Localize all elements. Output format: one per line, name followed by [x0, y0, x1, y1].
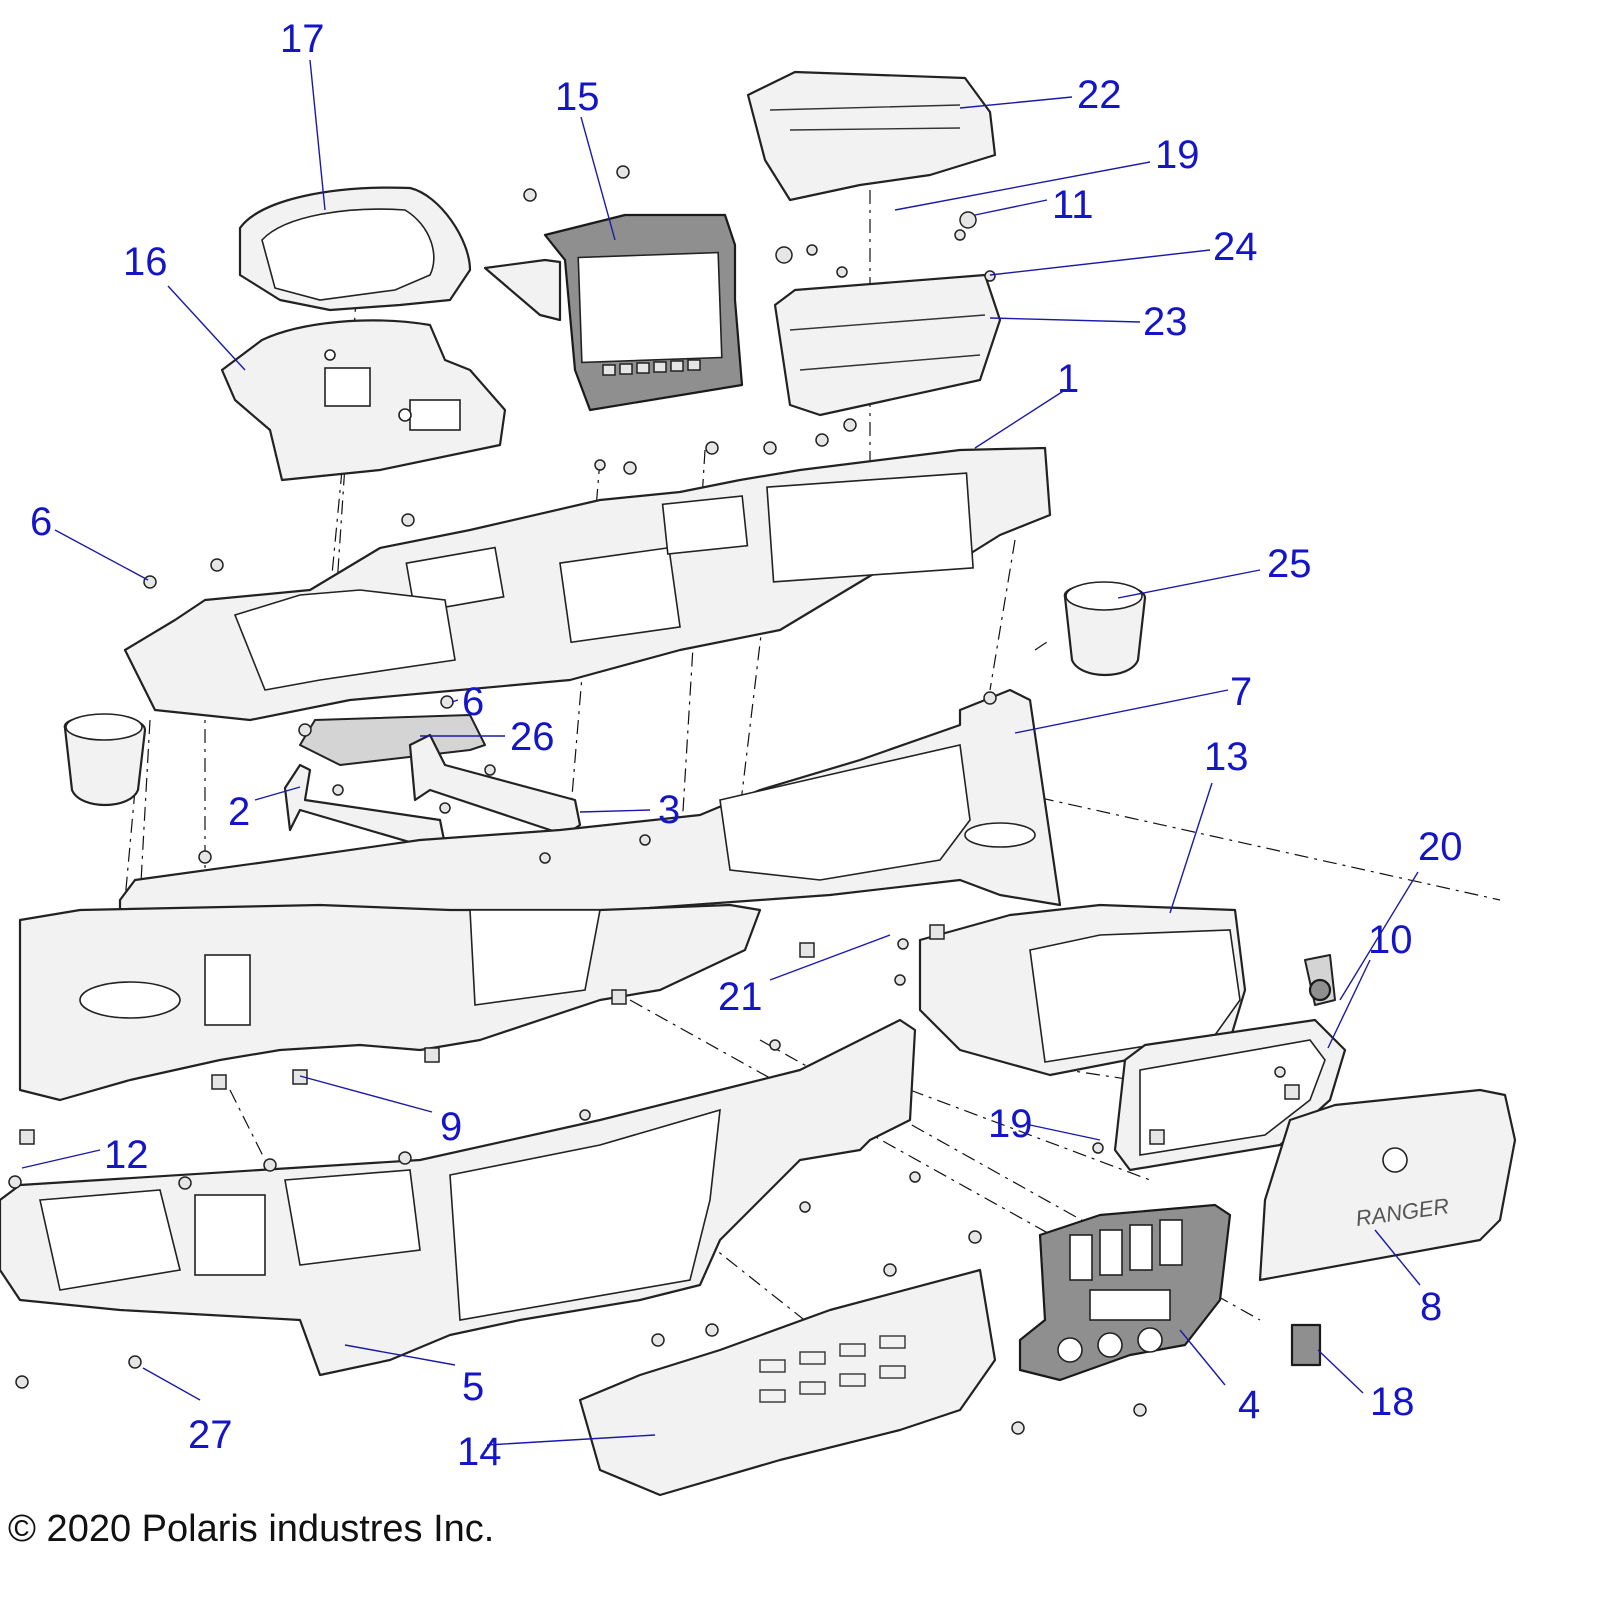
fasteners — [8, 165, 1300, 1435]
part-17-gauge-bezel — [238, 186, 472, 312]
callout-5: 5 — [462, 1365, 484, 1409]
callout-27: 27 — [188, 1413, 233, 1457]
callout-15: 15 — [555, 75, 600, 119]
callout-24: 24 — [1213, 225, 1258, 269]
lower-dash-body — [18, 903, 762, 1102]
callout-labels: 1 2 3 4 5 6 6 7 8 9 10 11 12 13 14 15 16… — [30, 17, 1463, 1474]
callout-25: 25 — [1267, 542, 1312, 586]
callout-19a: 19 — [1155, 133, 1200, 177]
callout-23: 23 — [1143, 300, 1188, 344]
part-22-storage-lid — [746, 70, 997, 202]
cup-holder-parts — [63, 581, 1147, 807]
part-23-storage-bin — [773, 273, 1002, 417]
callout-17: 17 — [280, 17, 325, 61]
callout-19b: 19 — [988, 1102, 1033, 1146]
callout-26: 26 — [510, 715, 555, 759]
part-15-display-bezel — [483, 213, 744, 412]
part-16-gauge-housing — [220, 319, 507, 482]
callout-14: 14 — [457, 1430, 502, 1474]
callout-6b: 6 — [462, 680, 484, 724]
callout-6a: 6 — [30, 500, 52, 544]
part-26-plate — [299, 714, 486, 766]
callout-22: 22 — [1077, 73, 1122, 117]
part-4-switch-panel — [1018, 1203, 1232, 1382]
callout-18: 18 — [1370, 1380, 1415, 1424]
callout-7: 7 — [1230, 670, 1252, 714]
part-5-lower-fascia — [0, 1018, 917, 1377]
part-7-support-frame — [118, 688, 1062, 922]
part-18-connector — [1290, 1323, 1322, 1367]
callout-10: 10 — [1368, 918, 1413, 962]
callout-13: 13 — [1204, 735, 1249, 779]
callout-16: 16 — [123, 240, 168, 284]
part-8-glovebox-door: RANGER — [1258, 1088, 1517, 1282]
part-13-gauge-pod — [918, 903, 1247, 1077]
callout-11: 11 — [1052, 183, 1094, 227]
part-20-switch — [1304, 954, 1336, 1006]
callout-20: 20 — [1418, 825, 1463, 869]
callout-3: 3 — [658, 788, 680, 832]
callout-1: 1 — [1057, 357, 1079, 401]
part-2-3-brackets — [283, 733, 582, 850]
callout-21: 21 — [718, 975, 763, 1019]
callout-4: 4 — [1238, 1383, 1260, 1427]
callout-9: 9 — [440, 1105, 462, 1149]
part-14-lower-tray — [578, 1268, 997, 1497]
leader-lines — [21, 59, 1421, 1446]
callout-8: 8 — [1420, 1285, 1442, 1329]
part-1-upper-dash — [123, 446, 1052, 722]
callout-12: 12 — [104, 1133, 149, 1177]
callout-2: 2 — [228, 790, 250, 834]
copyright-notice: © 2020 Polaris industres Inc. — [8, 1508, 495, 1550]
